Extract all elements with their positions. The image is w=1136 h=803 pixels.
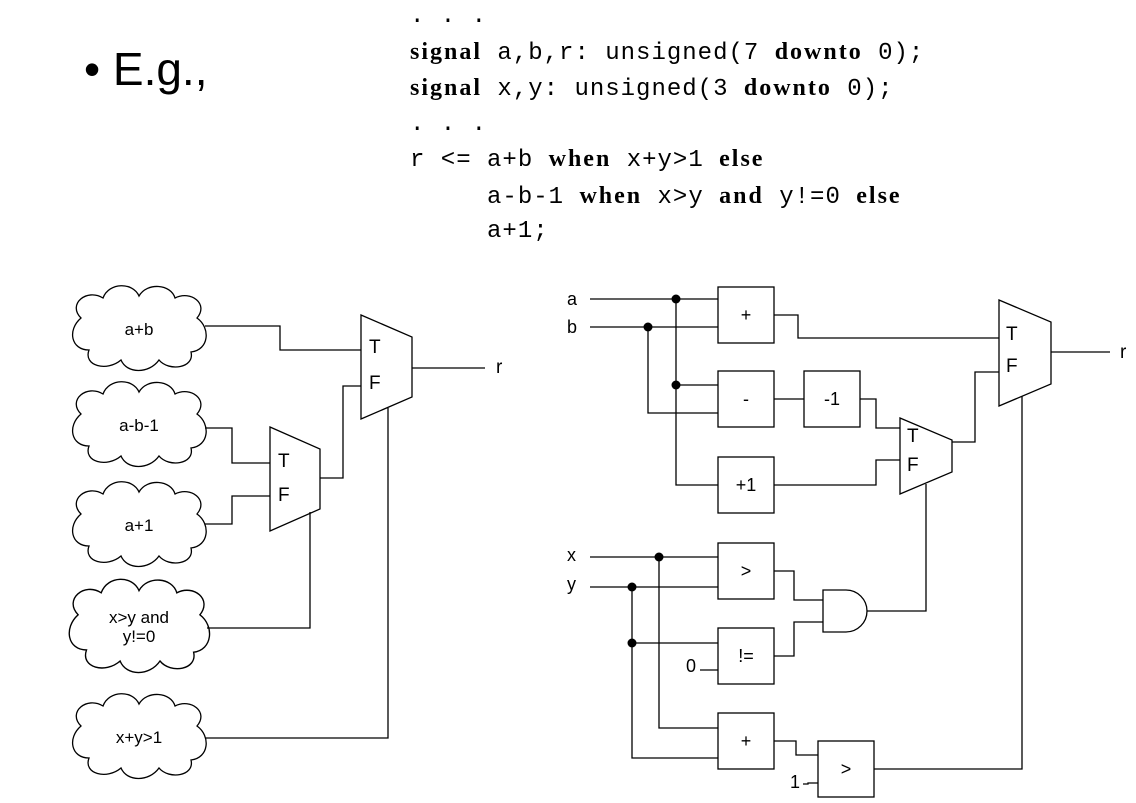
code-line: a+1;	[410, 218, 549, 245]
right-mux-inner: T F	[899, 417, 953, 495]
code-keyword: when	[548, 146, 612, 172]
code-text: 0);	[862, 39, 925, 67]
input-a-label: a	[567, 289, 578, 309]
code-text: . . .	[410, 110, 488, 138]
mux-true-label: T	[369, 337, 381, 358]
block-add-xy	[717, 712, 775, 770]
code-text: x,y: unsigned(3	[482, 76, 744, 103]
input-y-label: y	[567, 574, 576, 594]
block-label: >	[741, 561, 752, 581]
mux-true-label: T	[1006, 324, 1018, 345]
cloud-label: a+1	[125, 516, 154, 535]
cloud-label: a+b	[125, 320, 154, 339]
code-text: x>y	[642, 183, 720, 211]
code-line: . . .	[410, 3, 487, 30]
cloud-x-plus-y-gt-1: x+y>1	[71, 693, 207, 780]
block-gt-xy	[717, 542, 775, 600]
cloud-a-plus-b: a+b	[71, 285, 207, 372]
mux-false-label: F	[907, 455, 919, 476]
vhdl-code-block: . . . signal a,b,r: unsigned(7 downto 0)…	[410, 0, 924, 250]
code-text: r <= a+b	[410, 147, 549, 174]
block-label: -	[743, 389, 749, 409]
code-text: 0);	[831, 76, 894, 103]
left-output-label: r	[496, 357, 503, 378]
code-keyword: signal	[410, 75, 483, 101]
junction-dots	[627, 294, 681, 648]
block-label: >	[841, 759, 852, 779]
code-keyword: when	[579, 182, 643, 209]
input-b-label: b	[567, 317, 577, 337]
code-keyword: signal	[410, 38, 483, 65]
code-text: y!=0	[763, 183, 857, 211]
mux-true-label: T	[278, 451, 290, 472]
block-label: !=	[738, 646, 754, 666]
code-line: a-b-1 when x>y and y!=0 else	[410, 182, 902, 211]
cloud-label: x>y and	[109, 608, 169, 627]
code-text: a-b-1	[410, 183, 580, 211]
code-text: x+y>1	[611, 147, 720, 174]
code-keyword: else	[719, 146, 765, 172]
block-label: +	[741, 305, 752, 325]
block-label: +1	[736, 475, 757, 495]
mux-true-label: T	[907, 426, 919, 447]
code-text: a+1;	[410, 218, 549, 245]
code-line: signal x,y: unsigned(3 downto 0);	[410, 75, 894, 103]
right-output-label: r	[1120, 342, 1127, 363]
right-mux-outer: T F	[998, 299, 1052, 407]
constant-one-label: 1	[790, 772, 800, 792]
left-wires	[205, 325, 485, 739]
code-line: . . .	[410, 111, 487, 138]
cloud-a-minus-b-minus-1: a-b-1	[71, 381, 207, 468]
cloud-a-plus-1: a+1	[71, 481, 207, 568]
block-label: -1	[824, 389, 840, 409]
code-keyword: and	[719, 182, 764, 209]
left-conceptual-diagram: a+b a-b-1 a+1 x>y and y!=0 x+y>1 T F T F	[68, 285, 503, 780]
mux-false-label: F	[278, 485, 290, 506]
cloud-x-gt-y-and-y-ne-0: x>y and y!=0	[68, 578, 211, 674]
left-mux-inner: T F	[269, 426, 321, 532]
code-text: . . .	[410, 3, 488, 30]
block-sub-ab	[717, 370, 775, 428]
constant-zero-label: 0	[686, 656, 696, 676]
right-wires	[590, 298, 1110, 785]
code-keyword: downto	[774, 38, 863, 65]
code-text: a,b,r: unsigned(7	[482, 39, 775, 67]
bullet-text: • E.g.,	[84, 43, 208, 95]
code-keyword: downto	[743, 75, 832, 101]
mux-false-label: F	[1006, 356, 1018, 377]
mux-false-label: F	[369, 373, 381, 394]
block-label: +	[741, 731, 752, 751]
left-mux-outer: T F	[360, 314, 413, 420]
cloud-label: y!=0	[123, 627, 156, 646]
cloud-label: x+y>1	[116, 728, 162, 747]
input-x-label: x	[567, 545, 576, 565]
block-add-ab	[717, 286, 775, 344]
and-gate	[822, 589, 868, 633]
right-implementation-diagram: a b x y + - -1 +1 > != + > 0 1	[567, 286, 1127, 798]
block-gt-one	[817, 740, 875, 798]
block-ne-zero	[717, 627, 775, 685]
code-line: r <= a+b when x+y>1 else	[410, 146, 765, 174]
code-keyword: else	[856, 182, 902, 209]
code-line: signal a,b,r: unsigned(7 downto 0);	[410, 38, 925, 67]
cloud-label: a-b-1	[119, 416, 159, 435]
